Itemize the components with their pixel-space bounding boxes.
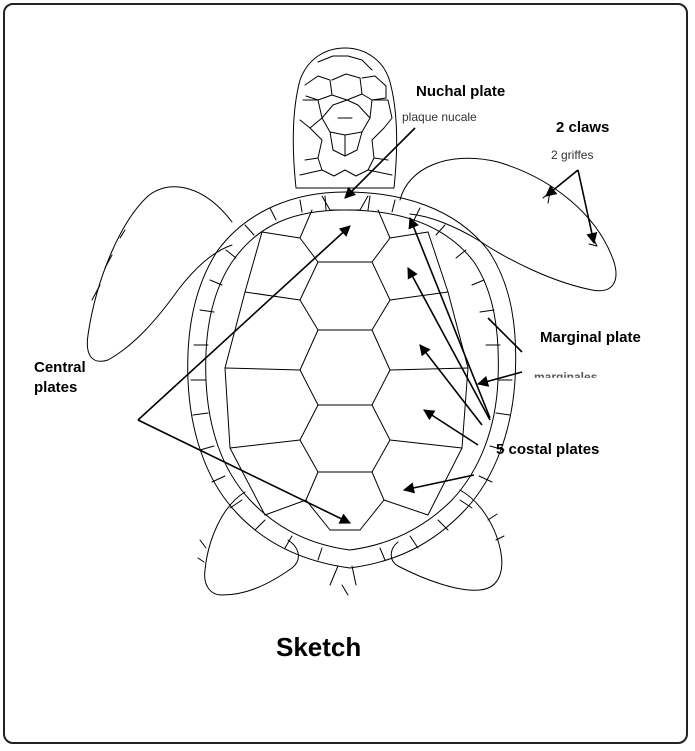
left-front-flipper xyxy=(87,187,232,362)
costal-arrow-4 xyxy=(424,410,478,445)
claw-arrow-2 xyxy=(578,170,594,243)
costal-label: 5 costal plates xyxy=(496,440,599,459)
nuchal-plate xyxy=(322,196,368,210)
nuchal-label: Nuchal plate xyxy=(416,82,505,101)
costal-arrow-1 xyxy=(410,218,490,418)
costal-arrow-5 xyxy=(404,475,474,490)
sketch-title: Sketch xyxy=(276,632,361,663)
claw-arrow-1 xyxy=(546,170,578,196)
costal-arrow-2 xyxy=(408,268,490,420)
tail xyxy=(330,566,356,595)
left-flipper-edge xyxy=(92,230,125,300)
central-label-line2: plates xyxy=(34,378,77,397)
nuchal-label-fr: plaque nucale xyxy=(402,110,477,124)
marginal-pointer xyxy=(488,318,522,352)
costal-plates-left xyxy=(225,232,306,515)
marginal-boundary xyxy=(206,210,499,550)
marginal-label: Marginal plate xyxy=(540,328,641,347)
head-scales xyxy=(300,56,392,176)
claws-label: 2 claws xyxy=(556,118,609,137)
carapace-outline xyxy=(188,192,516,568)
claws-label-fr: 2 griffes xyxy=(551,148,593,162)
costal-plates-right xyxy=(384,232,468,515)
central-plates xyxy=(300,210,390,530)
central-arrow-1 xyxy=(138,226,350,420)
right-front-flipper xyxy=(400,158,616,291)
central-label-line1: Central xyxy=(34,358,86,377)
